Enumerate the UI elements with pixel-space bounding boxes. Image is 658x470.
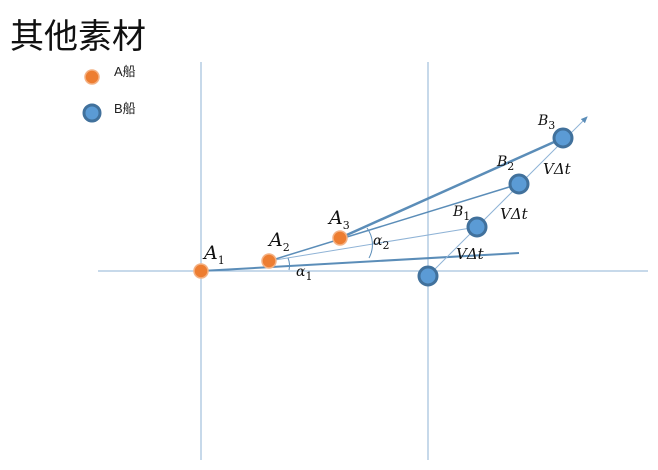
label-a1: A1 [202,242,225,267]
b0-marker [417,265,439,287]
label-vdt-1: VΔt [456,245,485,263]
legend-b-ship-label: B船 [114,101,136,116]
label-a3: A3 [327,207,350,232]
alpha2-arc [366,227,373,259]
alpha1-arc [287,257,290,271]
line-a1-b0 [200,252,520,272]
bearing-lines [200,116,588,277]
line-a3-b3 [339,136,564,240]
line-a2-b1 [268,226,478,262]
legend: A船 B船 [82,64,136,123]
b2-marker [508,173,530,195]
a2-marker [261,253,277,269]
page-title: 其他素材 [10,17,146,57]
label-b2: B2 [496,154,514,173]
label-alpha2: α2 [373,233,389,252]
point-labels: A1 A2 A3 B1 B2 B3 [202,113,555,267]
b3-marker [552,127,574,149]
legend-a-ship-label: A船 [114,64,136,79]
legend-b-ship-marker [82,103,102,123]
b-ship-positions [417,127,574,287]
label-alpha1: α1 [296,264,312,283]
label-vdt-2: VΔt [500,205,529,223]
angle-arcs [287,227,373,271]
label-a2: A2 [267,229,290,254]
axes [98,62,648,460]
label-b1: B1 [452,204,470,223]
angle-labels: α1 α2 [296,233,389,283]
legend-a-ship-marker [84,69,100,85]
a3-marker [332,230,348,246]
label-vdt-3: VΔt [543,160,572,178]
b1-marker [466,216,488,238]
displacement-labels: VΔt VΔt VΔt [456,160,572,263]
line-a2-b2 [268,183,520,262]
label-b3: B3 [537,113,555,132]
a1-marker [193,263,209,279]
a-ship-positions [193,230,348,279]
